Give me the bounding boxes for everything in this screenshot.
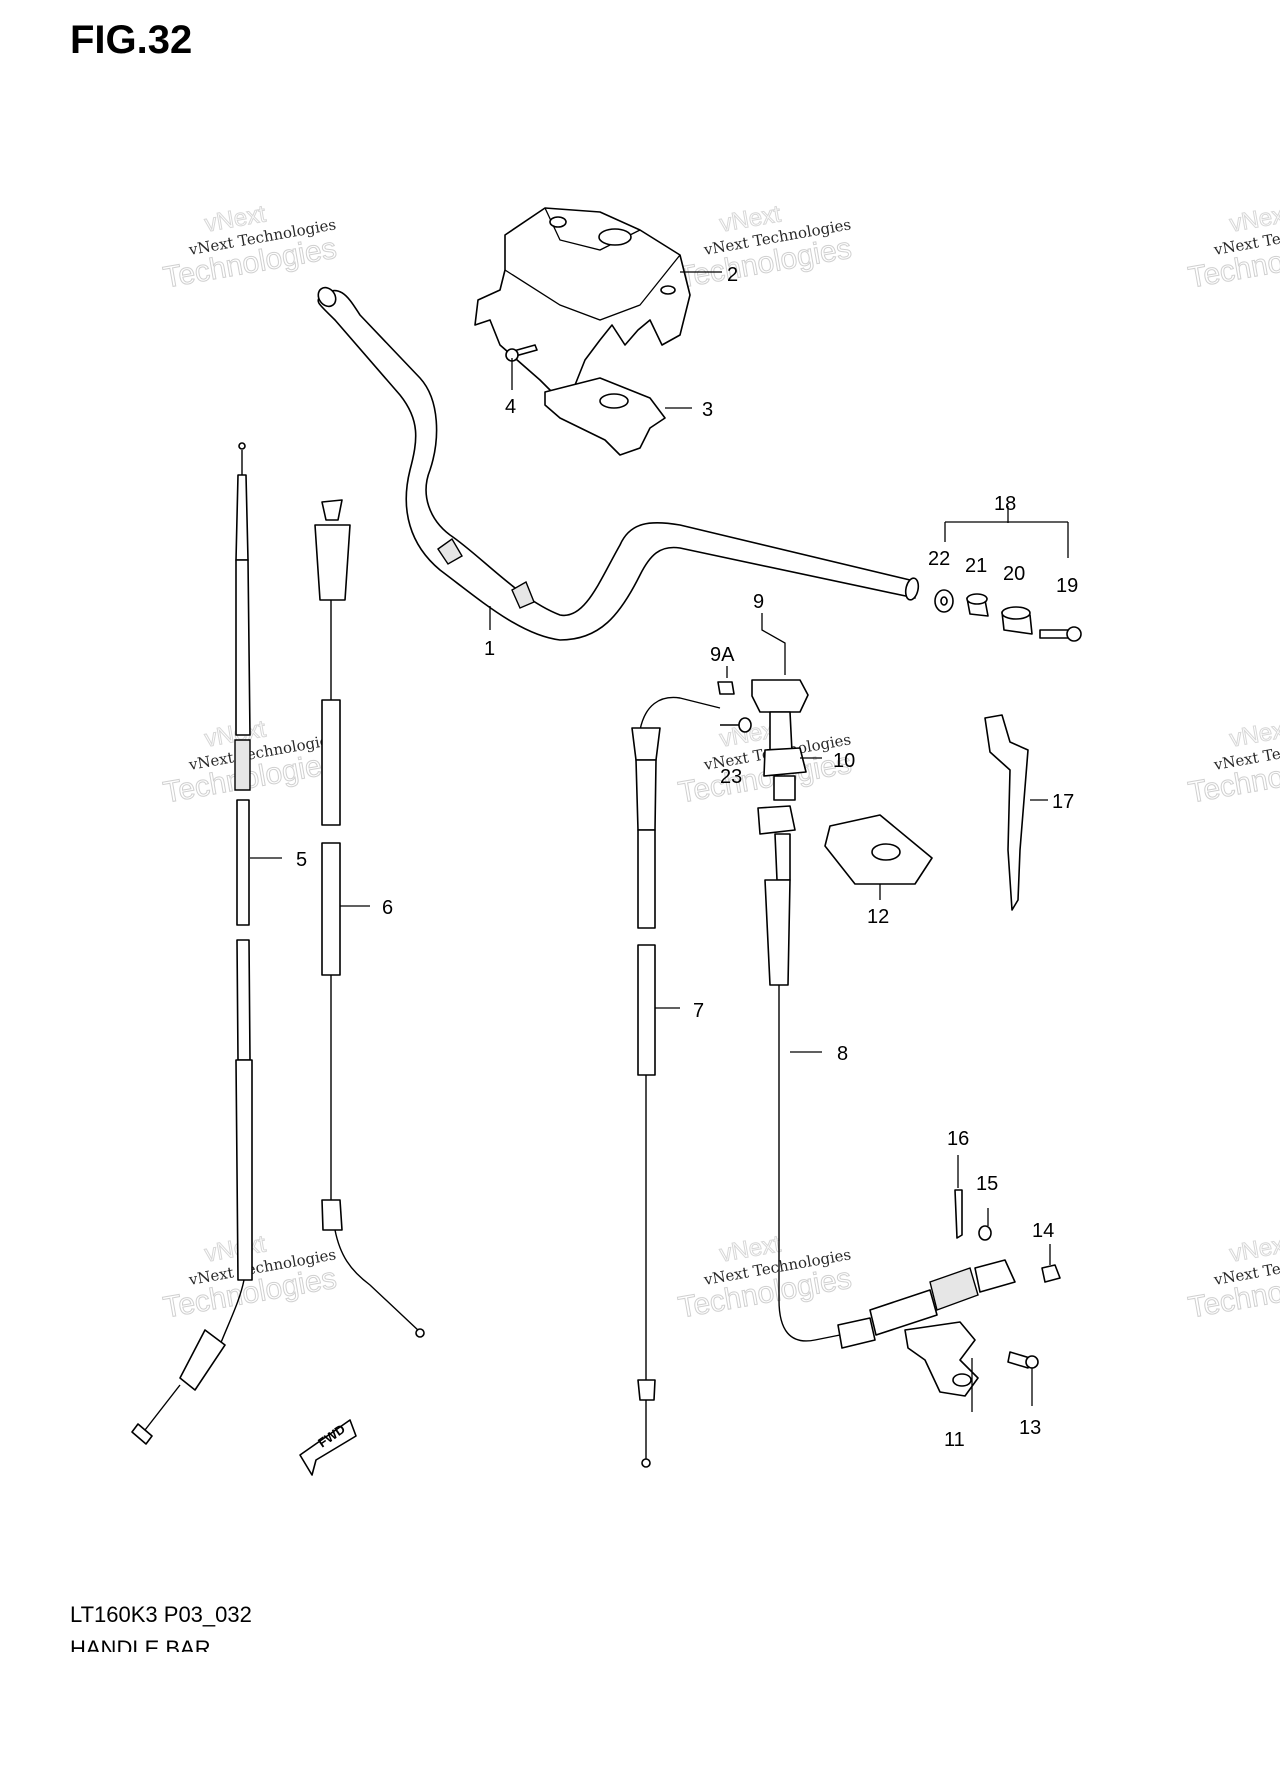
callout-10: 10: [833, 750, 855, 772]
callout-17: 17: [1052, 791, 1074, 813]
callout-3: 3: [702, 399, 713, 421]
cable-7: [631, 696, 721, 1468]
bar-end-assembly: [934, 589, 1082, 642]
callout-11: 11: [944, 1429, 965, 1451]
handlebar-cover: [474, 207, 691, 396]
callout-15: 15: [976, 1173, 998, 1195]
cable-6: [314, 499, 425, 1338]
callout-22: 22: [928, 548, 950, 570]
callout-8: 8: [837, 1043, 848, 1065]
callout-1: 1: [484, 638, 495, 660]
lower-bracket: [904, 1321, 979, 1397]
lever-boot: [757, 805, 796, 881]
handlebar: [317, 286, 920, 641]
cotter-pin: [954, 1189, 963, 1239]
callout-23: 23: [720, 766, 742, 788]
callout-20: 20: [1003, 563, 1025, 585]
callout-19: 19: [1056, 575, 1078, 597]
brake-cable-left: [131, 442, 253, 1445]
callout-21: 21: [965, 555, 987, 577]
callout-14: 14: [1032, 1220, 1054, 1242]
callout-5: 5: [296, 849, 307, 871]
callout-4: 4: [505, 396, 516, 418]
callout-13: 13: [1019, 1417, 1041, 1439]
cable-8: [764, 879, 1016, 1349]
assembly-name: HANDLE BAR: [70, 1636, 211, 1652]
lever-screw: [717, 681, 735, 695]
throttle-lever: [720, 679, 809, 801]
callout-6: 6: [382, 897, 393, 919]
callout-12: 12: [867, 906, 889, 928]
small-bolt: [1041, 1264, 1061, 1283]
callout-18: 18: [994, 493, 1016, 515]
callout-2: 2: [727, 264, 738, 286]
leader-lines: [250, 271, 1069, 1412]
callout-16: 16: [947, 1128, 969, 1150]
mounting-plate: [824, 814, 933, 885]
figure-title: FIG.32: [70, 18, 193, 62]
callout-7: 7: [693, 1000, 704, 1022]
cover-bracket: [544, 377, 666, 456]
forward-arrow: FWD: [299, 1419, 357, 1476]
callout-numbers: 1 2 3 4 5 6 7 8 9 9A 10 11 12 13 14 15 1…: [296, 264, 1078, 1451]
bracket-bolt: [1007, 1351, 1039, 1369]
callout-9: 9: [753, 591, 764, 613]
callout-9a: 9A: [710, 644, 735, 666]
model-code: LT160K3 P03_032: [70, 1602, 252, 1627]
cable-tie: [984, 714, 1029, 911]
washer: [978, 1225, 992, 1241]
